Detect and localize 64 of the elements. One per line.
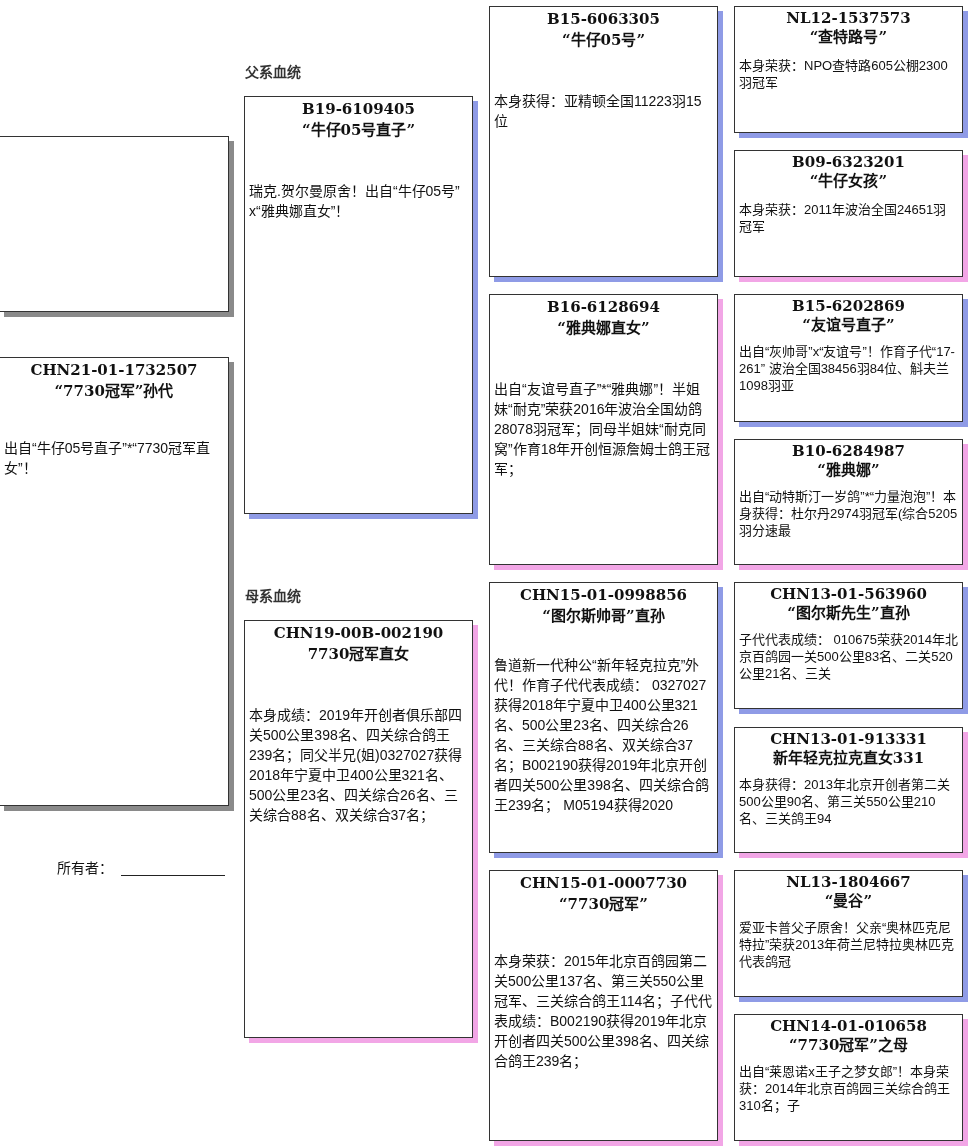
pigeon-name: “图尔斯先生”直孙 bbox=[786, 604, 911, 623]
pedigree-note: 出自“灰帅哥”x“友谊号”！作育子代“17-261” 波治全国38456羽84位、斛夫兰1098羽亚 bbox=[739, 343, 956, 394]
pigeon-name: “7730冠军”孙代 bbox=[53, 381, 175, 402]
pedigree-note: 爱亚卡普父子原舍！父亲“奥林匹克尼特拉”荣获2013年荷兰尼特拉奥林匹克代表鸽冠 bbox=[739, 919, 956, 970]
pedigree-note: 本身荣获：NPO查特路605公棚2300羽冠军 bbox=[739, 57, 949, 91]
pedigree-card bbox=[734, 439, 968, 570]
pedigree-note: 子代代表成绩： 010675荣获2014年北京百鸽园一关500公里83名、二关520公里21名、三关 bbox=[739, 631, 958, 682]
ring-number: CHN21-01-1732507 bbox=[29, 360, 199, 381]
pigeon-name: “查特路号” bbox=[808, 28, 889, 47]
pedigree-card bbox=[734, 870, 968, 1002]
pedigree-card bbox=[244, 620, 478, 1043]
section-heading: 父系血统 bbox=[245, 63, 301, 81]
ring-number: CHN13-01-913331 bbox=[769, 730, 928, 749]
pigeon-name: 新年轻克拉克直女331 bbox=[771, 749, 926, 768]
pedigree-card bbox=[489, 870, 723, 1146]
ring-number: CHN15-01-0998856 bbox=[518, 585, 689, 606]
ring-number: B10-6284987 bbox=[791, 442, 906, 461]
pedigree-note: 瑞克.贺尔曼原舍！出自“牛仔05号”x“雅典娜直女”！ bbox=[249, 182, 461, 221]
pedigree-card bbox=[0, 357, 234, 811]
ring-number: B15-6202869 bbox=[791, 297, 906, 316]
ring-number: B16-6128694 bbox=[546, 297, 661, 318]
pedigree-note: 本身成绩：2019年开创者俱乐部四关500公里398名、四关综合鸽王239名；同父半兄(姐)0327027获得2018年宁夏中卫400公里321名、500公里23名、四关综合26名、三关综合88名、双关综合37名； bbox=[249, 706, 464, 825]
pigeon-name: 7730冠军直女 bbox=[306, 644, 411, 665]
pedigree-card bbox=[734, 6, 968, 138]
ring-number: CHN19-00B-002190 bbox=[272, 623, 445, 644]
pigeon-name: “雅典娜直女” bbox=[556, 318, 651, 339]
ring-number: B19-6109405 bbox=[301, 99, 416, 120]
pigeon-name: “牛仔05号” bbox=[560, 30, 647, 51]
pedigree-note: 出自“动特斯汀一岁鸽”*“力量泡泡”！本身获得：杜尔丹2974羽冠军(综合5205羽分速最 bbox=[739, 488, 958, 539]
pedigree-card bbox=[489, 294, 723, 570]
pedigree-card bbox=[734, 150, 968, 282]
pedigree-card bbox=[734, 294, 968, 427]
pedigree-card bbox=[734, 1014, 968, 1146]
pedigree-note: 出自“牛仔05号直子”*“7730冠军直女”！ bbox=[4, 439, 212, 478]
pedigree-card bbox=[489, 6, 723, 282]
pigeon-name: “雅典娜” bbox=[816, 461, 881, 480]
pedigree-card bbox=[734, 582, 968, 714]
ring-number: B09-6323201 bbox=[791, 153, 906, 172]
ring-number: CHN13-01-563960 bbox=[769, 585, 928, 604]
pigeon-name: “牛仔05号直子” bbox=[300, 120, 417, 141]
pigeon-name: “7730冠军”之母 bbox=[788, 1036, 909, 1055]
pedigree-note: 本身获得：亚精顿全国11223羽15位 bbox=[494, 92, 703, 131]
blank-card bbox=[0, 136, 234, 317]
pigeon-name: “7730冠军” bbox=[558, 894, 649, 915]
ring-number: CHN15-01-0007730 bbox=[518, 873, 689, 894]
owner-label: 所有者： bbox=[57, 859, 113, 877]
ring-number: CHN14-01-010658 bbox=[769, 1017, 928, 1036]
pigeon-name: “友谊号直子” bbox=[801, 316, 896, 335]
pigeon-name: “牛仔女孩” bbox=[808, 172, 889, 191]
pedigree-card bbox=[734, 727, 968, 858]
pedigree-note: 鲁道新一代种公“新年轻克拉克”外代！作育子代代表成绩： 0327027获得2018年宁夏中卫400公里321名、500公里23名、四关综合26名、三关综合88名、双关综合37名；B002190获得2019年北京开创者四关500公里398名、四关综合鸽王239名； M05194获得2020 bbox=[494, 656, 710, 815]
pedigree-note: 出自“莱恩诺x王子之梦女郎”！本身荣获：2014年北京百鸽园三关综合鸽王310名；子 bbox=[739, 1063, 951, 1114]
ring-number: B15-6063305 bbox=[546, 9, 661, 30]
pedigree-card bbox=[489, 582, 723, 858]
pigeon-name: “图尔斯帅哥”直孙 bbox=[541, 606, 666, 627]
pedigree-note: 本身荣获：2015年北京百鸽园第二关500公里137名、第三关550公里冠军、三关综合鸽王114名；子代代表成绩：B002190获得2019年北京开创者四关500公里398名、四关综合鸽王239名； bbox=[494, 952, 713, 1071]
pedigree-card bbox=[244, 96, 478, 519]
pedigree-note: 出自“友谊号直子”*“雅典娜”！半姐妹“耐克”荣获2016年波治全国幼鸽28078羽冠军；同母半姐妹“耐克同窝”作育18年开创恒源詹姆士鸽王冠军； bbox=[494, 380, 712, 479]
pedigree-note: 本身获得：2013年北京开创者第二关500公里90名、第三关550公里210名、三关鸽王94 bbox=[739, 776, 951, 827]
ring-number: NL13-1804667 bbox=[785, 873, 912, 892]
section-heading: 母系血统 bbox=[245, 587, 301, 605]
ring-number: NL12-1537573 bbox=[785, 9, 912, 28]
pedigree-note: 本身荣获：2011年波治全国24651羽冠军 bbox=[739, 201, 948, 235]
pigeon-name: “曼谷” bbox=[823, 892, 874, 911]
